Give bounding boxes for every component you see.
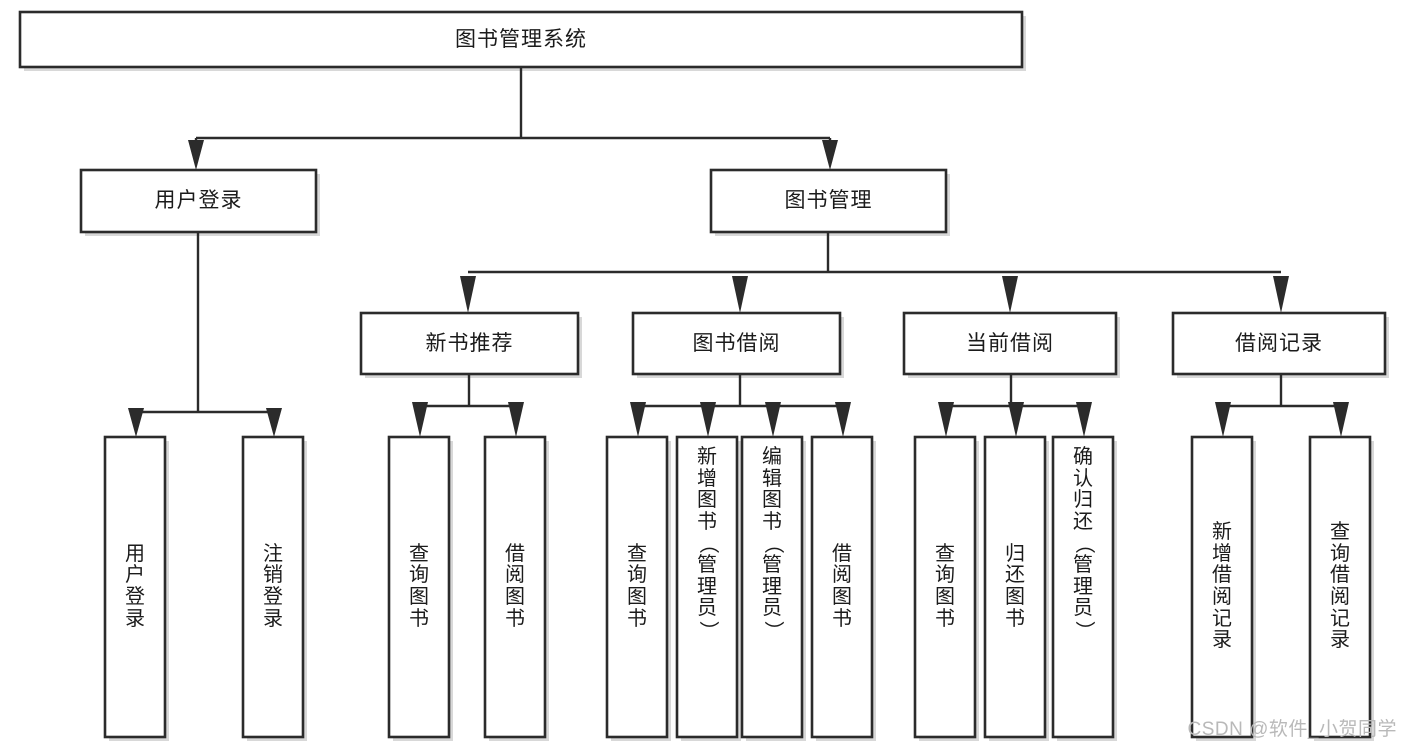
arrow-to-book-borrow-leaf-3 [765, 402, 781, 437]
arrow-to-current-borrow-leaf-3 [1076, 402, 1092, 437]
leaf-current-borrow-1 [913, 435, 977, 739]
arrow-to-book-borrow-leaf-4 [835, 402, 851, 437]
node-book-borrow [631, 311, 842, 376]
node-user-login [79, 168, 318, 234]
arrow-to-user-login-leaf-2 [266, 408, 282, 437]
arrow-to-borrow-record [1273, 276, 1289, 313]
leaf-borrow-record-1 [1190, 435, 1254, 739]
node-root [18, 10, 1024, 69]
leaf-book-borrow-3 [740, 435, 804, 739]
leaf-current-borrow-3 [1051, 435, 1115, 739]
leaf-new-book-1 [387, 435, 451, 739]
connector-edges [128, 67, 1349, 437]
arrow-to-current-borrow [1002, 276, 1018, 313]
arrow-to-book-manage [822, 140, 838, 170]
arrow-to-borrow-record-leaf-2 [1333, 402, 1349, 437]
arrow-to-user-login-leaf-1 [128, 408, 144, 437]
arrow-to-current-borrow-leaf-2 [1008, 402, 1024, 437]
arrow-to-new-book-leaf-2 [508, 402, 524, 437]
watermark: CSDN @软件_小贺同学 [1187, 719, 1397, 740]
arrow-to-user-login [188, 140, 204, 170]
arrow-to-new-book-leaf-1 [412, 402, 428, 437]
node-new-book [359, 311, 580, 376]
node-book-manage [709, 168, 948, 234]
leaf-user-login-1 [103, 435, 167, 739]
leaf-user-login-2 [241, 435, 305, 739]
arrow-to-current-borrow-leaf-1 [938, 402, 954, 437]
leaf-current-borrow-2 [983, 435, 1047, 739]
node-borrow-record [1171, 311, 1387, 376]
leaf-book-borrow-4 [810, 435, 874, 739]
arrow-to-borrow-record-leaf-1 [1215, 402, 1231, 437]
arrow-to-book-borrow-leaf-1 [630, 402, 646, 437]
leaf-borrow-record-2 [1308, 435, 1372, 739]
node-boxes [18, 10, 1387, 739]
arrow-to-book-borrow [732, 276, 748, 313]
leaf-book-borrow-1 [605, 435, 669, 739]
leaf-new-book-2 [483, 435, 547, 739]
arrow-to-book-borrow-leaf-2 [700, 402, 716, 437]
leaf-book-borrow-2 [675, 435, 739, 739]
arrow-to-new-book [460, 276, 476, 313]
node-current-borrow [902, 311, 1118, 376]
